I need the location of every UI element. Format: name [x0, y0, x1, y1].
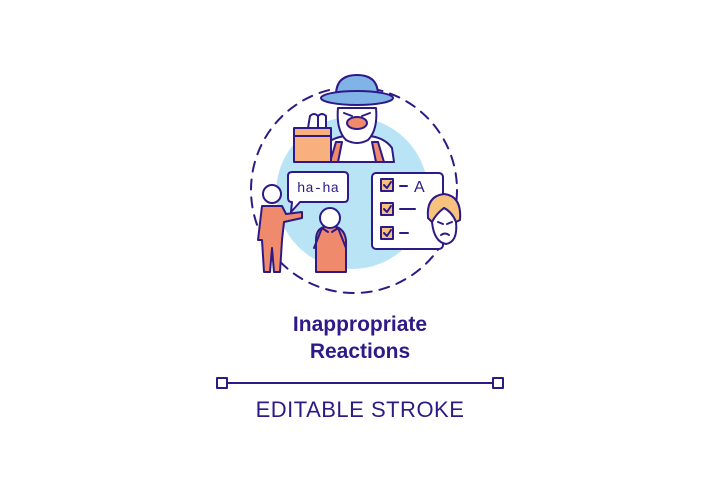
upset-woman-figure [426, 193, 462, 245]
hat-icon [335, 74, 379, 96]
speech-bubble-text: ha-ha [297, 181, 339, 197]
checkbox-icon [380, 178, 394, 192]
stroke-handle-left [216, 377, 228, 389]
crying-child-figure [313, 207, 347, 273]
title-line-2: Reactions [309, 340, 411, 363]
speech-bubble [287, 171, 349, 213]
checkbox-icon [380, 202, 394, 216]
dashed-circle [250, 86, 458, 294]
angry-man-figure [319, 74, 395, 163]
stroke-handle-right [492, 377, 504, 389]
laughing-person-figure [257, 184, 303, 273]
editable-stroke-label: EDITABLE STROKE [255, 397, 465, 422]
checkbox-icon [380, 226, 394, 240]
checklist-grade: A [414, 179, 425, 196]
box-icon [293, 113, 332, 163]
checklist-board [371, 172, 444, 250]
title-line-1: Inappropriate [292, 313, 428, 336]
shouting-mouth [346, 116, 368, 130]
